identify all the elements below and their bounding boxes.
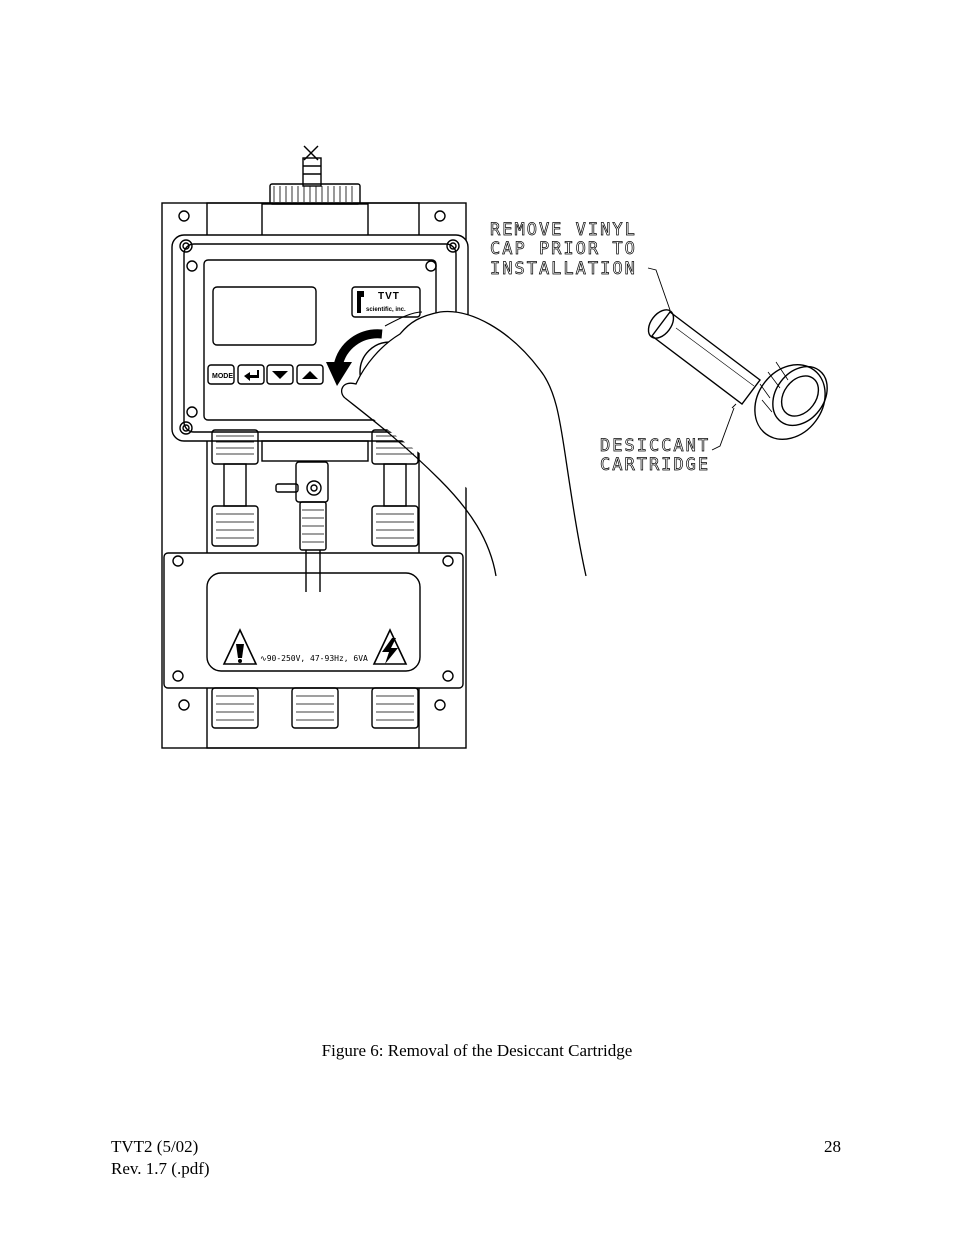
callout-desiccant-line1: DESICCANT — [600, 436, 710, 456]
footer-revision: Rev. 1.7 (.pdf) — [111, 1159, 210, 1178]
callout-remove-cap-line3: INSTALLATION — [490, 259, 637, 279]
footer-left: TVT2 (5/02) Rev. 1.7 (.pdf) — [111, 1136, 210, 1180]
brand-name: TVT — [378, 291, 400, 302]
figure-caption: Figure 6: Removal of the Desiccant Cartr… — [321, 1041, 633, 1060]
device-illustration: MODE TVT scientific, inc. ∿90-250V, 47-9… — [161, 145, 828, 749]
callout-desiccant-line2: CARTRIDGE — [600, 455, 710, 475]
callout-remove-cap-line1: REMOVE VINYL — [490, 220, 637, 240]
brand-subtitle: scientific, inc. — [366, 307, 406, 313]
page-number: 28 — [824, 1137, 841, 1156]
callout-remove-cap-line2: CAP PRIOR TO — [490, 239, 637, 259]
power-rating-label: ∿90-250V, 47-93Hz, 6VA — [260, 654, 368, 663]
footer-doc-id: TVT2 (5/02) — [111, 1137, 199, 1156]
mode-button-label: MODE — [212, 373, 233, 380]
